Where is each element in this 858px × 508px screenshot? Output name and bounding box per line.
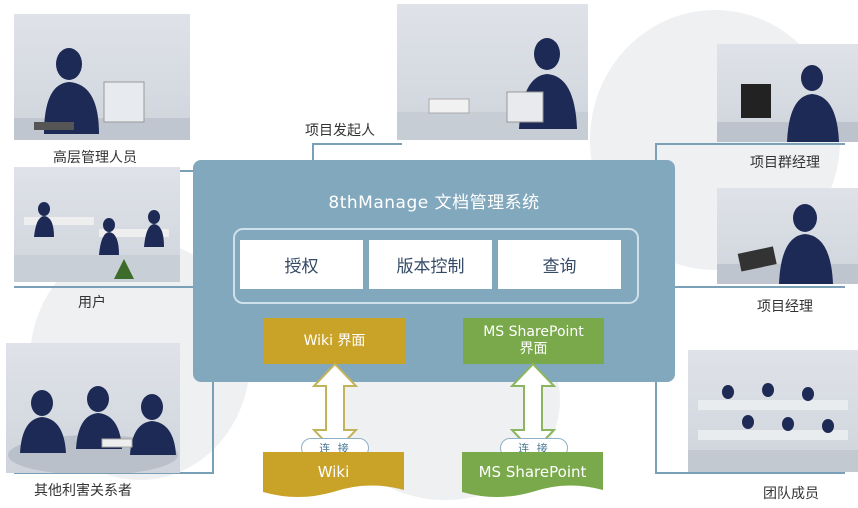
repository-wiki-label: Wiki	[317, 463, 350, 481]
role-sponsor: 项目发起人	[305, 123, 375, 139]
photo-project-mgr	[717, 188, 858, 284]
line-program-mgr-h2	[655, 143, 677, 145]
sharepoint-interface: MS SharePoint 界面	[463, 318, 604, 364]
line-user	[14, 286, 194, 288]
line-team-h	[655, 472, 845, 474]
line-program-mgr-v	[655, 143, 657, 163]
document-shape-icon	[263, 452, 404, 497]
role-project-mgr: 项目经理	[757, 299, 813, 315]
line-project-mgr	[675, 286, 845, 288]
module-version-control: 版本控制	[369, 240, 492, 289]
document-shape-icon	[462, 452, 603, 497]
photo-sponsor	[397, 4, 588, 140]
role-program-mgr: 项目群经理	[750, 155, 820, 171]
wiki-interface: Wiki 界面	[264, 318, 405, 364]
role-team: 团队成员	[763, 486, 819, 502]
repository-sharepoint-label: MS SharePoint	[478, 463, 587, 481]
line-program-mgr	[675, 143, 845, 145]
wiki-interface-label: Wiki 界面	[303, 332, 366, 349]
photo-program-mgr	[717, 44, 858, 142]
module-authorization: 授权	[240, 240, 363, 289]
line-stakeholders-v	[212, 382, 214, 474]
document-management-system: 8thManage 文档管理系统 授权 版本控制 查询 Wiki 界面 MS S…	[193, 160, 675, 382]
module-query: 查询	[498, 240, 621, 289]
repository-wiki: Wiki	[263, 452, 404, 498]
sharepoint-interface-label-2: 界面	[519, 341, 548, 357]
line-team-v	[655, 382, 657, 474]
line-sponsor-v	[312, 143, 314, 161]
line-stakeholders-h	[14, 472, 214, 474]
role-stakeholders: 其他利害关系者	[34, 483, 132, 499]
line-sponsor-h	[312, 143, 402, 145]
photo-senior-mgmt	[14, 14, 190, 140]
role-senior-mgmt: 高层管理人员	[53, 150, 137, 166]
photo-stakeholders	[6, 343, 180, 473]
photo-team	[688, 350, 858, 472]
sharepoint-interface-label-1: MS SharePoint	[483, 324, 584, 340]
module-frame	[233, 228, 639, 304]
system-title: 8thManage 文档管理系统	[328, 193, 540, 213]
role-user: 用户	[78, 295, 106, 311]
repository-sharepoint: MS SharePoint	[462, 452, 603, 498]
photo-user	[14, 167, 180, 282]
